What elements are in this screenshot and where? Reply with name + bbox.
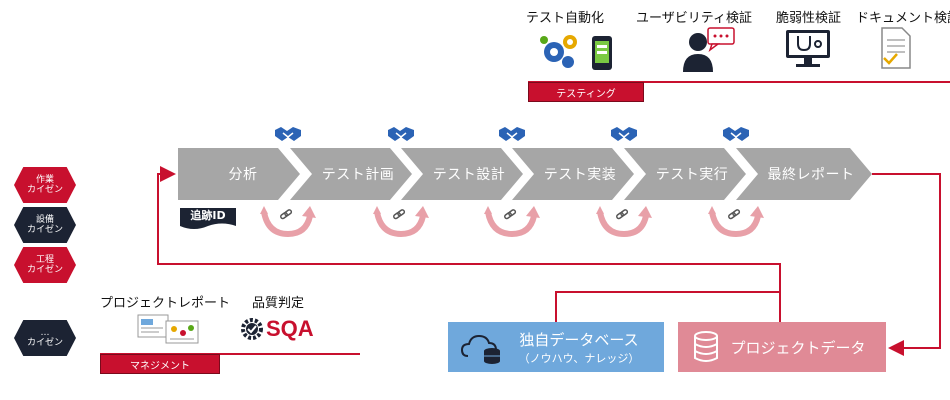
sqa-text: SQA — [266, 316, 314, 341]
own-database-subtitle: （ノウハウ、ナレッジ） — [518, 351, 640, 365]
kaizen-subtitle: カイゼン — [26, 185, 63, 195]
project-data-box: プロジェクトデータ — [678, 322, 886, 372]
cycle-arrow-icon — [373, 206, 429, 238]
process-step: 分析 — [178, 148, 300, 200]
db-connection-line — [555, 291, 780, 322]
feedback-loop-line — [157, 166, 781, 322]
user-speech-icon — [683, 27, 735, 72]
kaizen-hexagon: … カイゼン — [14, 320, 76, 356]
gear-icon — [241, 318, 263, 340]
testing-item-label: テスト自動化 — [526, 11, 605, 26]
handshake-icon — [611, 127, 637, 141]
document-check-icon — [881, 27, 911, 69]
kaizen-hexagon: 作業 カイゼン — [14, 167, 76, 203]
project-data-title: プロジェクトデータ — [730, 338, 866, 357]
kaizen-title: 工程 — [35, 255, 54, 265]
process-step-label: テスト設計 — [432, 167, 506, 183]
testing-item-label: ユーザビリティ検証 — [636, 11, 752, 26]
kaizen-hexagon: 設備 カイゼン — [14, 207, 76, 243]
trace-id-tag: 追跡ID — [178, 206, 238, 232]
process-step-label: 分析 — [228, 167, 258, 183]
testing-item-label: 脆弱性検証 — [776, 11, 842, 26]
process-step-label: 最終レポート — [767, 167, 855, 183]
process-step-label: テスト実行 — [655, 167, 729, 183]
kaizen-title: 設備 — [35, 215, 54, 225]
kaizen-subtitle: カイゼン — [26, 338, 63, 348]
process-step-label: テスト実装 — [543, 167, 617, 183]
handshake-icon — [499, 127, 525, 141]
sqa-logo: SQA — [240, 316, 314, 342]
testing-item-label: ドキュメント検証 — [856, 11, 950, 26]
project-report-label: プロジェクトレポート — [100, 296, 231, 311]
database-icon — [694, 331, 718, 362]
cycle-arrow-icon — [484, 206, 540, 238]
kaizen-subtitle: カイゼン — [26, 265, 63, 275]
report-to-data-line — [872, 173, 941, 356]
trace-id-label: 追跡ID — [190, 209, 226, 222]
report-sheets-icon — [137, 314, 199, 344]
cycle-arrow-icon — [596, 206, 652, 238]
testing-tag: テスティング — [528, 82, 644, 102]
gears-smartphone-icon — [540, 35, 612, 70]
process-step-label: テスト計画 — [321, 167, 395, 183]
kaizen-title: 作業 — [35, 175, 54, 185]
cloud-database-icon — [460, 334, 500, 364]
own-database-box: 独自データベース （ノウハウ、ナレッジ） — [448, 322, 664, 372]
handshake-icon — [723, 127, 749, 141]
own-database-title: 独自データベース — [519, 330, 639, 349]
kaizen-title: … — [40, 328, 50, 338]
kaizen-hexagon: 工程 カイゼン — [14, 247, 76, 283]
monitor-stethoscope-icon — [786, 30, 830, 67]
management-tag: マネジメント — [100, 354, 220, 374]
cycle-arrow-icon — [708, 206, 764, 238]
quality-judgement-label: 品質判定 — [252, 296, 305, 311]
handshake-icon — [388, 127, 414, 141]
process-step: 最終レポート — [736, 148, 872, 200]
handshake-icon — [275, 127, 301, 141]
cycle-arrow-icon — [260, 206, 316, 238]
kaizen-subtitle: カイゼン — [26, 225, 63, 235]
